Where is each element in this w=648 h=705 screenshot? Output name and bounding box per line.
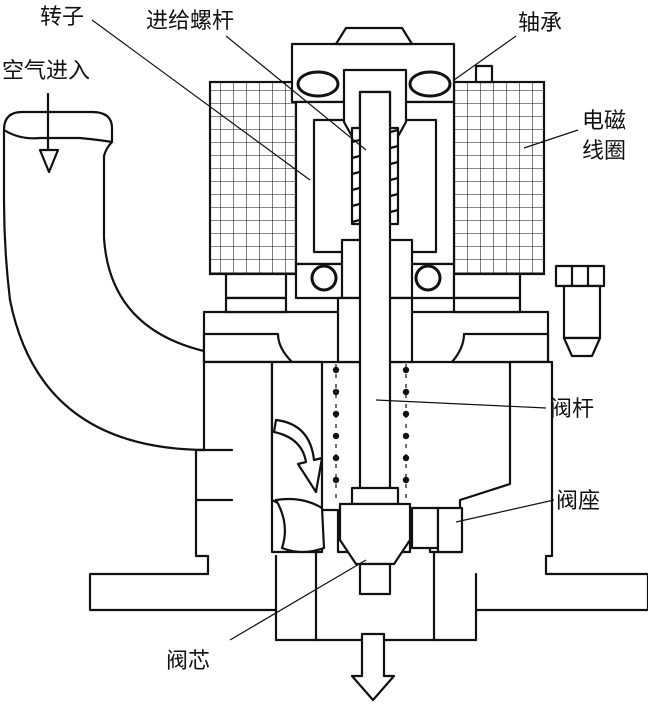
label-feed-screw: 进给螺杆 [146,9,234,34]
valve-core [338,502,412,596]
coil-left [208,80,298,276]
air-inlet-pipe [2,110,210,452]
spring-right [402,364,410,500]
side-fitting [554,264,606,358]
label-air-in: 空气进入 [2,59,90,84]
leader-lines [91,19,579,641]
label-coil-2: 线圈 [582,139,626,164]
valve-stem [350,90,400,506]
flow-arrow [272,418,324,494]
coil-terminal [474,64,494,84]
label-valve-core: 阀芯 [166,649,210,674]
spring-left [332,364,340,500]
coil-right [452,80,546,276]
label-rotor: 转子 [40,5,84,30]
label-bearing: 轴承 [518,11,562,36]
top-bearings [296,70,452,98]
label-valve-seat: 阀座 [556,489,600,514]
air-in-arrow [38,92,60,174]
outlet-arrow [350,632,396,702]
label-coil-1: 电磁 [582,109,626,134]
label-valve-stem: 阀杆 [550,397,594,422]
